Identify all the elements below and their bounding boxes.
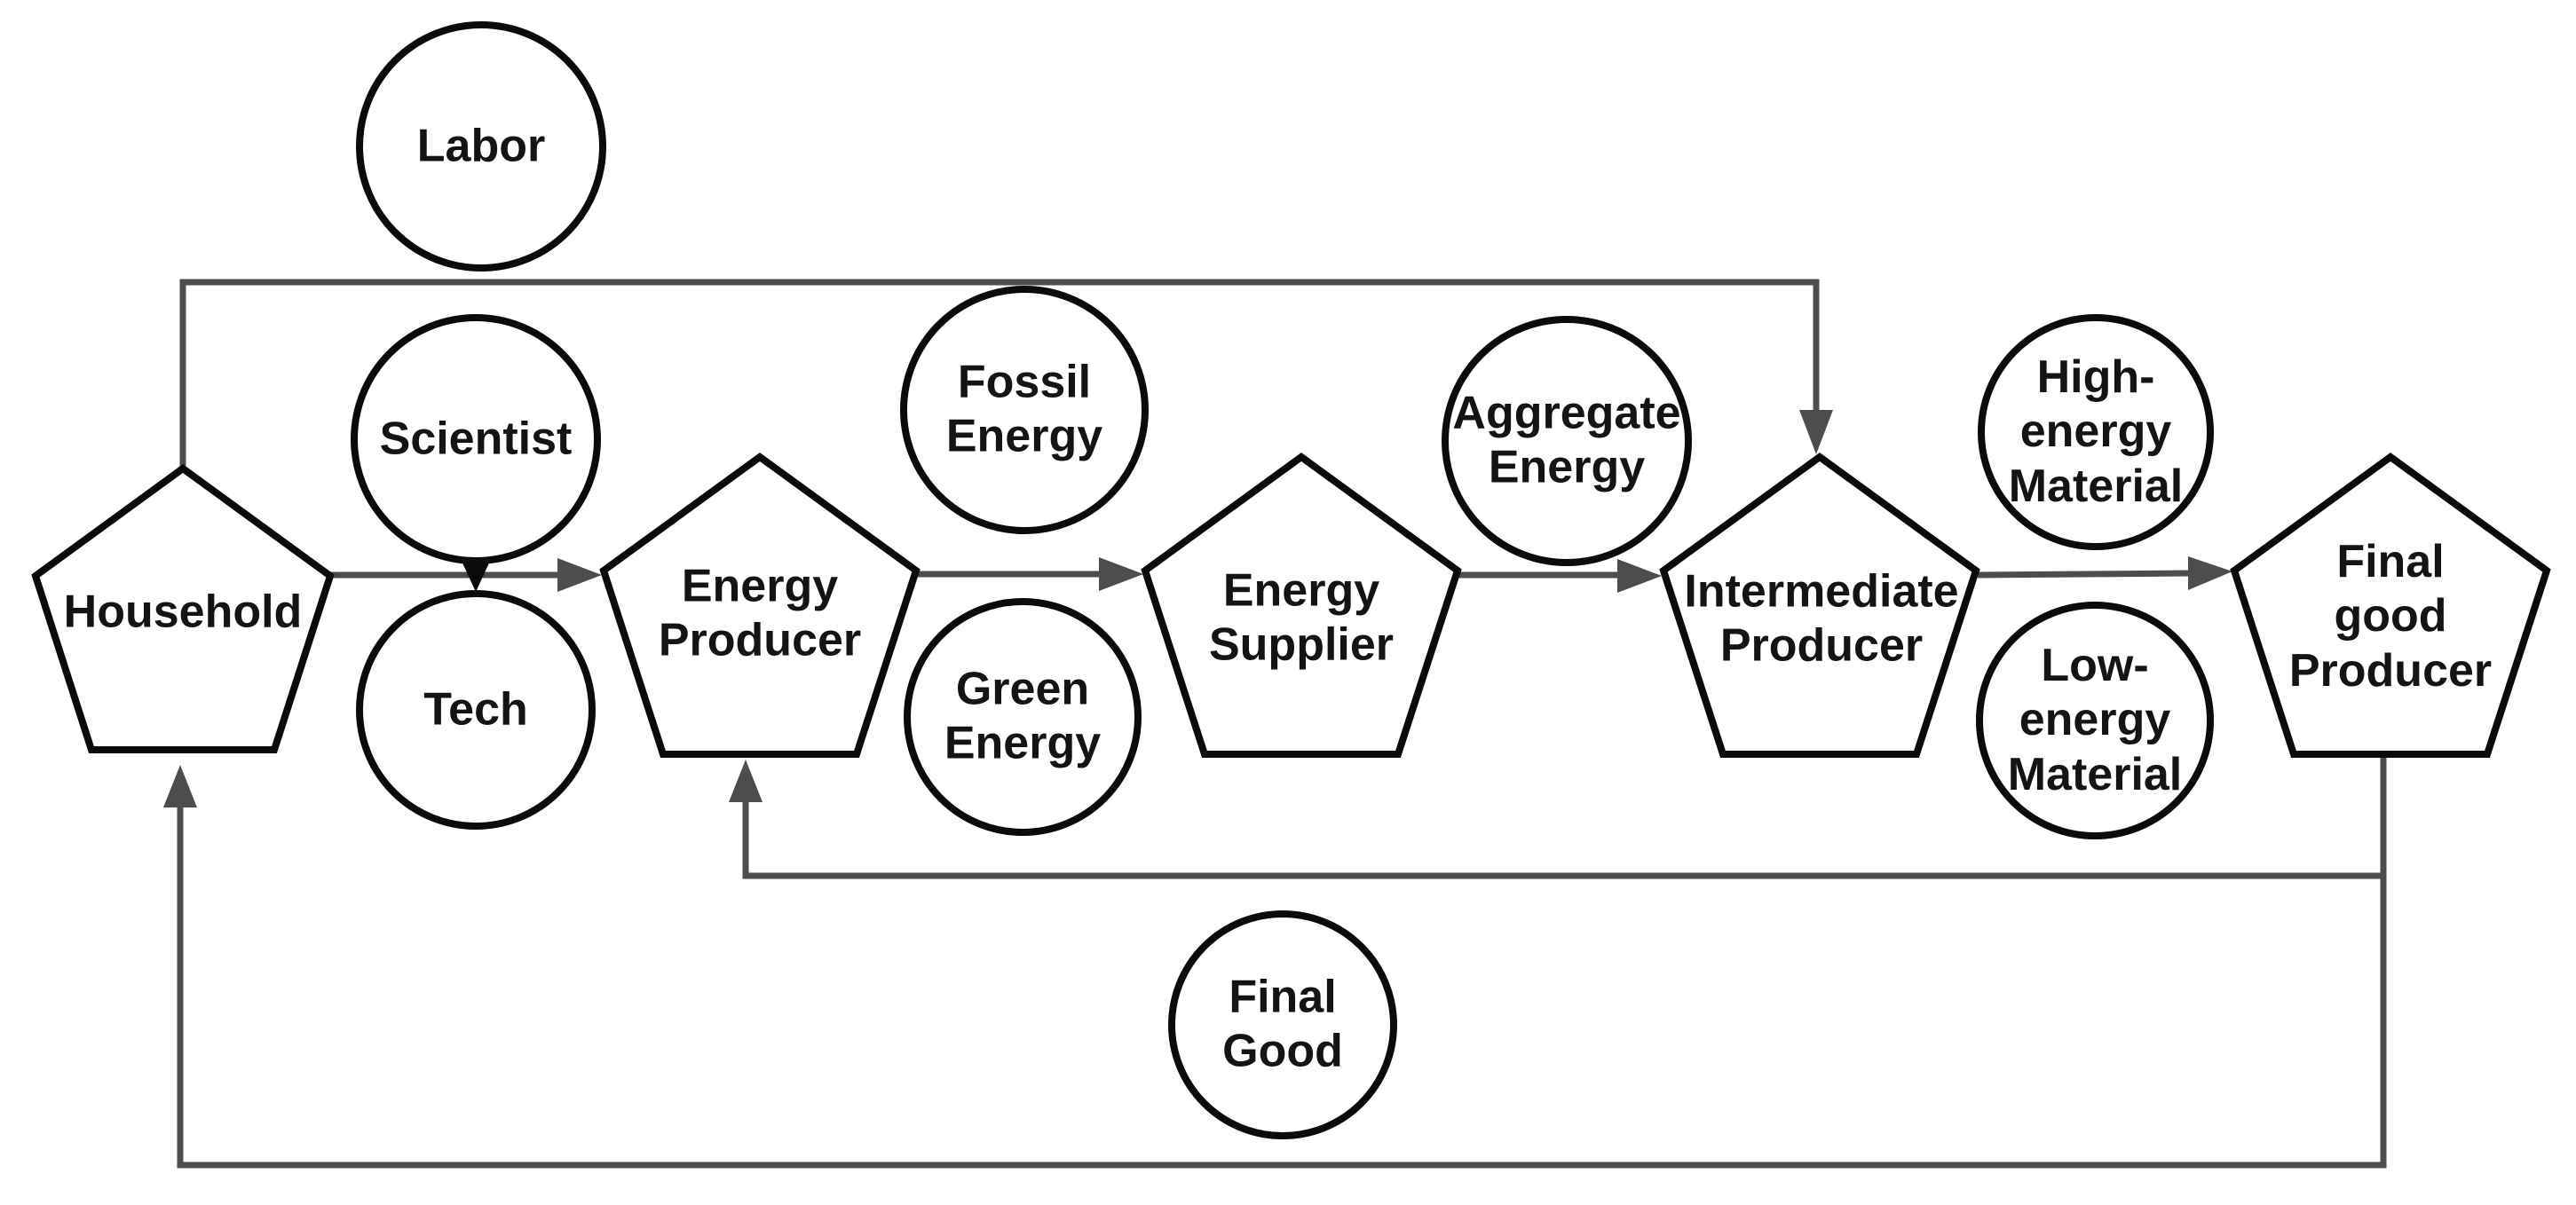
energy-supplier-pentagon: [1141, 453, 1462, 758]
tech-label: Tech: [423, 683, 528, 736]
household-pentagon: [31, 464, 335, 753]
energy-supplier-label: Energy Supplier: [1208, 564, 1395, 671]
green-energy-circle: [904, 598, 1142, 836]
energy-producer-pentagon: [599, 453, 921, 758]
high-energy-material-circle: [1978, 314, 2214, 550]
scientist-circle: [351, 314, 601, 564]
edge-final-good-producer-to-energy-producer: [729, 756, 2387, 879]
tech-circle: [356, 590, 596, 830]
fossil-energy-circle: [900, 286, 1149, 534]
energy-producer-label: Energy Producer: [658, 560, 862, 666]
low-energy-material-circle: [1976, 602, 2214, 839]
edge-intermediate-producer-to-final-good-producer: [1977, 556, 2232, 590]
intermediate-producer-pentagon: [1659, 453, 1980, 758]
aggregate-energy-label: Aggregate Energy: [1452, 387, 1681, 493]
intermediate-producer-label: Intermediate Producer: [1684, 565, 1959, 672]
edge-household-to-intermediate-producer: [179, 279, 1833, 470]
low-energy-material-label: Low- energy Material: [2007, 639, 2183, 800]
green-energy-label: Green Energy: [944, 663, 1102, 769]
final-good-circle: [1168, 910, 1397, 1139]
edge-energy-producer-to-energy-supplier: [916, 557, 1143, 591]
final-good-label: Final Good: [1222, 971, 1343, 1077]
labor-circle: [356, 21, 606, 272]
labor-label: Labor: [416, 120, 546, 172]
edge-energy-supplier-to-intermediate-producer: [1458, 559, 1662, 593]
high-energy-material-label: High- energy Material: [2008, 350, 2184, 512]
fossil-energy-label: Fossil Energy: [945, 356, 1103, 462]
scientist-label: Scientist: [379, 413, 573, 465]
edge-household-to-energy-producer: [330, 558, 602, 592]
final-good-producer-label: Final good Producer: [2288, 535, 2493, 697]
aggregate-energy-circle: [1442, 316, 1692, 566]
edge-final-good-producer-to-household: [163, 765, 2387, 1169]
final-good-producer-pentagon: [2230, 453, 2551, 758]
household-label: Household: [63, 586, 303, 638]
